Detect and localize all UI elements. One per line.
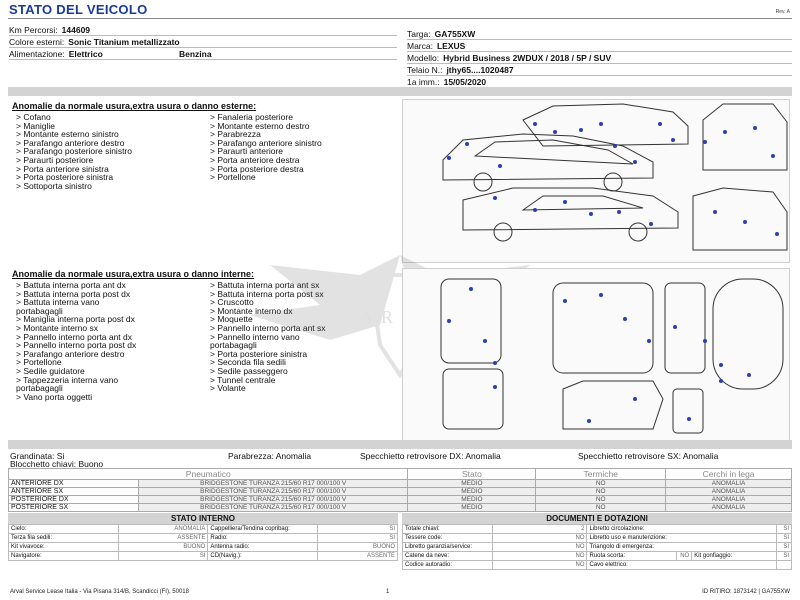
damage-marker (498, 164, 502, 168)
damage-marker (719, 379, 723, 383)
damage-marker (658, 122, 662, 126)
damage-marker (633, 160, 637, 164)
title-divider (8, 18, 792, 19)
page-title: STATO DEL VEICOLO (9, 2, 148, 17)
damage-marker (493, 196, 497, 200)
section-separator-band (8, 440, 792, 449)
damage-marker (533, 208, 537, 212)
damage-marker (673, 325, 677, 329)
damage-marker (649, 222, 653, 226)
info-km: Km Percorsi:144609 (9, 25, 397, 36)
external-anomalies-title: Anomalie da normale usura,extra usura o … (12, 101, 257, 111)
footer-company: Arval Service Lease Italia - Via Pisana … (10, 589, 189, 595)
col-termiche: Termiche (535, 468, 667, 480)
damage-marker (553, 130, 557, 134)
damage-marker (579, 128, 583, 132)
damage-marker (483, 339, 487, 343)
damage-marker (719, 363, 723, 367)
damage-marker (563, 299, 567, 303)
info-colore: Colore esterni:Sonic Titanium metallizza… (9, 37, 397, 48)
damage-marker (587, 419, 591, 423)
info-targa: Targa:GA755XW (407, 29, 792, 40)
table-row: POSTERIORE SX BRIDGESTONE TURANZA 215/60… (8, 503, 792, 512)
status-specchietto-dx: Specchietto retrovisore DX: Anomalia (360, 451, 501, 461)
info-marca: Marca:LEXUS (407, 41, 792, 52)
table-row: ANTERIORE SX BRIDGESTONE TURANZA 215/60 … (8, 487, 792, 496)
damage-marker (617, 210, 621, 214)
damage-marker (623, 317, 627, 321)
table-row: ANTERIORE DX BRIDGESTONE TURANZA 215/60 … (8, 479, 792, 488)
section-separator-band (8, 87, 792, 96)
damage-marker (753, 126, 757, 130)
damage-marker (713, 210, 717, 214)
documenti-title: DOCUMENTI E DOTAZIONI (402, 513, 792, 524)
exterior-damage-diagram (402, 99, 790, 263)
damage-marker (687, 417, 691, 421)
car-interior-drawing (440, 278, 784, 434)
info-modello: Modello:Hybrid Business 2WDUX / 2018 / 5… (407, 53, 792, 64)
col-stato: Stato (407, 468, 537, 480)
status-specchietto-sx: Specchietto retrovisore SX: Anomalia (578, 451, 719, 461)
status-parabrezza: Parabrezza: Anomalia (228, 451, 312, 461)
damage-marker (771, 154, 775, 158)
damage-marker (613, 144, 617, 148)
damage-marker (589, 212, 593, 216)
external-anomalies-col1: > Cofano > Maniglie > Montante esterno s… (16, 112, 132, 191)
damage-marker (469, 287, 473, 291)
damage-marker (671, 138, 675, 142)
external-anomalies-col2: > Fanaleria posteriore > Montante estern… (210, 112, 322, 183)
damage-marker (747, 373, 751, 377)
damage-marker (493, 385, 497, 389)
damage-marker (703, 339, 707, 343)
damage-marker (723, 130, 727, 134)
damage-marker (533, 122, 537, 126)
car-exterior-drawing (442, 103, 788, 251)
damage-marker (775, 232, 779, 236)
damage-marker (447, 319, 451, 323)
damage-marker (563, 200, 567, 204)
stato-interno-title: STATO INTERNO (8, 513, 398, 524)
damage-marker (599, 293, 603, 297)
tyres-table: Pneumatico Stato Termiche Cerchi in lega… (7, 468, 792, 512)
footer-id: ID RITIRO: 1873142 | GA755XW (702, 589, 790, 595)
revision-label: Rev. A (775, 9, 790, 15)
damage-marker (465, 142, 469, 146)
damage-marker (493, 361, 497, 365)
internal-anomalies-col2: > Battuta interna porta ant sx > Battuta… (210, 280, 326, 394)
interior-damage-diagram (402, 268, 790, 444)
tyres-header-row: Pneumatico Stato Termiche Cerchi in lega (7, 468, 792, 480)
internal-anomalies-title: Anomalie da normale usura,extra usura o … (12, 269, 255, 279)
status-grandinata: Grandinata: Si (10, 451, 65, 461)
info-telaio: Telaio N.:jthy65....1020487 (407, 65, 792, 76)
damage-marker (703, 140, 707, 144)
internal-anomalies-col1: > Battuta interna porta ant dx > Battuta… (16, 280, 137, 402)
status-blocchetto: Blocchetto chiavi: Buono (10, 459, 104, 469)
damage-marker (743, 220, 747, 224)
table-row: POSTERIORE DX BRIDGESTONE TURANZA 215/60… (8, 495, 792, 504)
footer-page-number: 1 (386, 589, 390, 595)
damage-marker (647, 339, 651, 343)
damage-marker (633, 397, 637, 401)
damage-marker (447, 156, 451, 160)
damage-marker (599, 122, 603, 126)
col-cerchi: Cerchi in lega (665, 468, 792, 480)
col-pneumatico: Pneumatico (7, 468, 409, 480)
